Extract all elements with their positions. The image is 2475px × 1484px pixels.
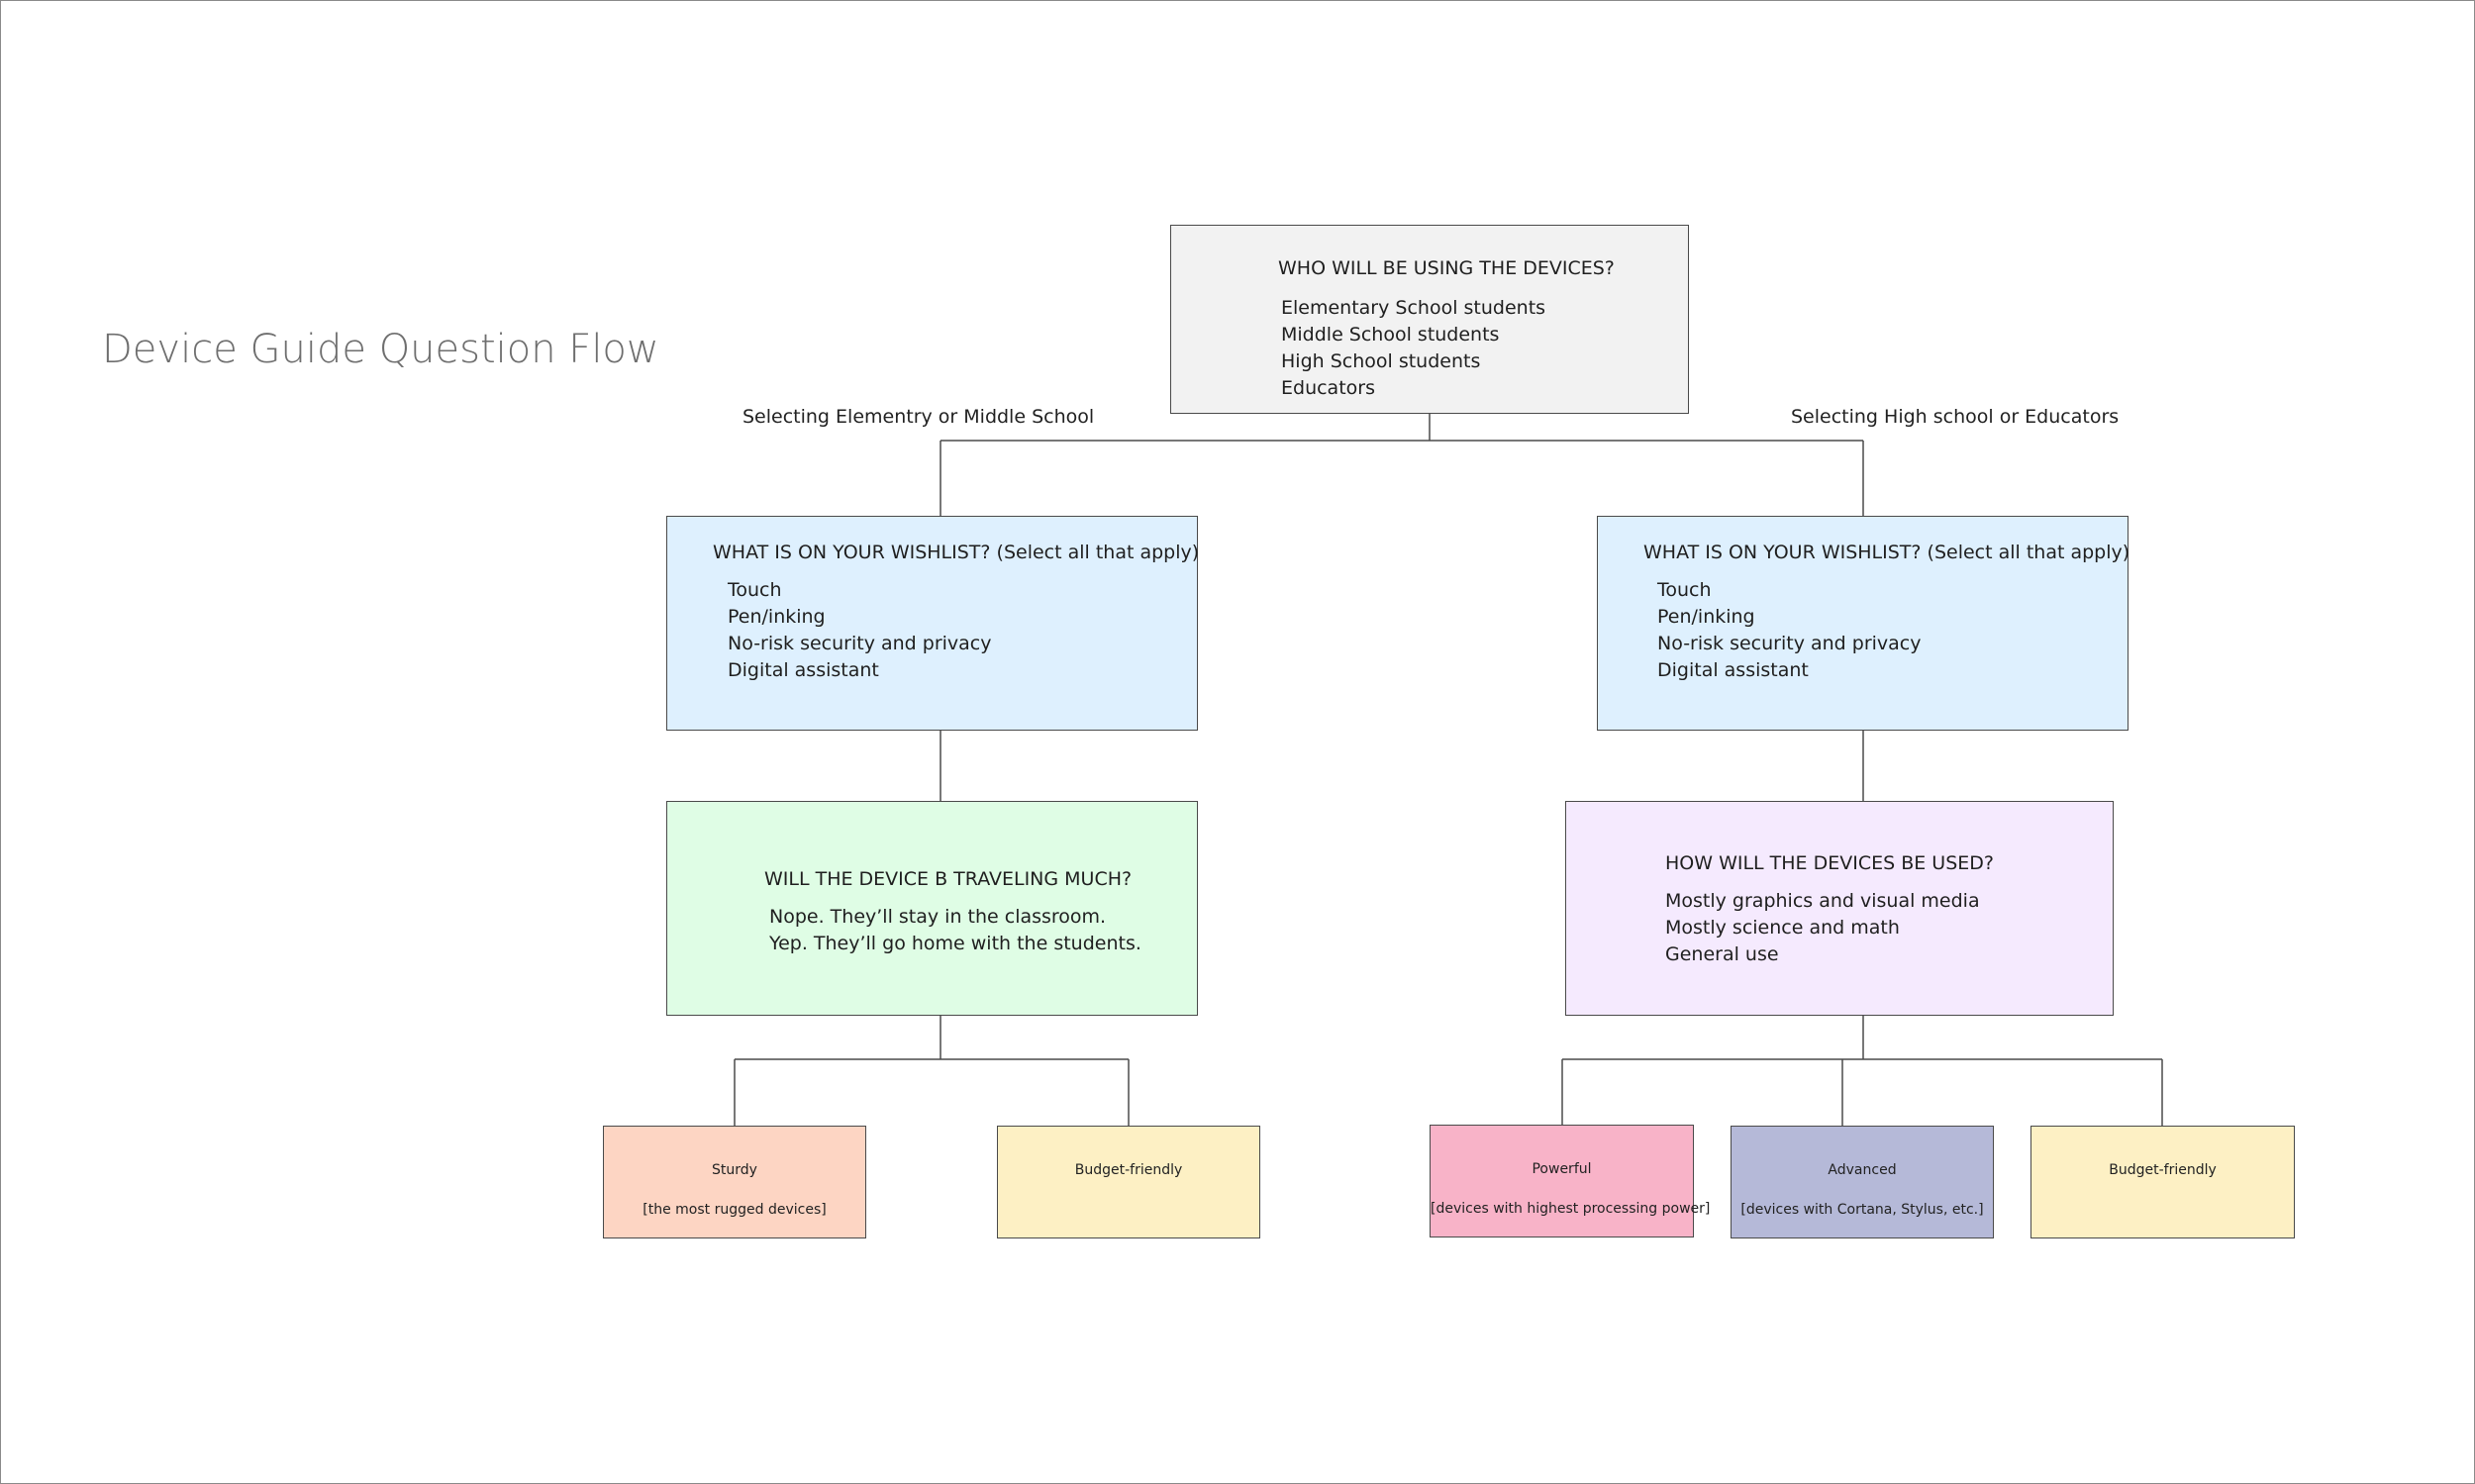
left-wishlist-options: Touch Pen/inking No-risk security and pr… xyxy=(728,577,992,684)
root-question-title: WHO WILL BE USING THE DEVICES? xyxy=(1278,257,1615,279)
outcome-subtitle: [devices with highest processing power] xyxy=(1431,1201,1711,1217)
root-option: Middle School students xyxy=(1281,324,1500,346)
left-wishlist-title: WHAT IS ON YOUR WISHLIST? (Select all th… xyxy=(713,542,1200,563)
wishlist-option: Touch xyxy=(728,579,782,601)
root-option: Educators xyxy=(1281,377,1375,399)
branch-label-left: Selecting Elementry or Middle School xyxy=(742,406,1095,428)
usage-option: Mostly science and math xyxy=(1665,917,1900,939)
root-option: High School students xyxy=(1281,350,1481,372)
outcome-budget-friendly-right: Budget-friendly xyxy=(2030,1126,2295,1238)
outcome-title: Powerful xyxy=(1532,1161,1592,1177)
wishlist-option: No-risk security and privacy xyxy=(728,633,992,654)
usage-question-title: HOW WILL THE DEVICES BE USED? xyxy=(1665,852,1994,874)
outcome-subtitle: [the most rugged devices] xyxy=(643,1202,827,1218)
usage-question-box: HOW WILL THE DEVICES BE USED? Mostly gra… xyxy=(1565,801,2114,1016)
outcome-advanced: Advanced [devices with Cortana, Stylus, … xyxy=(1731,1126,1994,1238)
page-title: Device Guide Question Flow xyxy=(102,327,659,372)
outcome-subtitle: [devices with Cortana, Stylus, etc.] xyxy=(1740,1202,1984,1218)
right-wishlist-options: Touch Pen/inking No-risk security and pr… xyxy=(1657,577,1922,684)
right-wishlist-box: WHAT IS ON YOUR WISHLIST? (Select all th… xyxy=(1597,516,2130,731)
travel-question-box: WILL THE DEVICE B TRAVELING MUCH? Nope. … xyxy=(666,801,1198,1016)
usage-option: Mostly graphics and visual media xyxy=(1665,890,1980,912)
branch-label-right: Selecting High school or Educators xyxy=(1791,406,2120,428)
travel-option: Yep. They’ll go home with the students. xyxy=(769,933,1141,954)
wishlist-option: Pen/inking xyxy=(728,606,826,628)
outcome-title: Advanced xyxy=(1828,1162,1897,1178)
wishlist-option: Digital assistant xyxy=(728,659,879,681)
outcome-powerful: Powerful [devices with highest processin… xyxy=(1430,1125,1711,1237)
travel-options-list: Nope. They’ll stay in the classroom. Yep… xyxy=(769,904,1141,957)
outcome-sturdy: Sturdy [the most rugged devices] xyxy=(603,1126,866,1238)
outcome-title: Budget-friendly xyxy=(1074,1162,1183,1178)
right-wishlist-title: WHAT IS ON YOUR WISHLIST? (Select all th… xyxy=(1643,542,2130,563)
root-option: Elementary School students xyxy=(1281,297,1546,319)
usage-option: General use xyxy=(1665,943,1779,965)
usage-options-list: Mostly graphics and visual media Mostly … xyxy=(1665,888,1980,968)
wishlist-option: No-risk security and privacy xyxy=(1657,633,1922,654)
left-wishlist-box: WHAT IS ON YOUR WISHLIST? (Select all th… xyxy=(666,516,1200,731)
travel-question-title: WILL THE DEVICE B TRAVELING MUCH? xyxy=(764,868,1133,890)
root-question-box: WHO WILL BE USING THE DEVICES? Elementar… xyxy=(1170,225,1689,414)
root-options-list: Elementary School students Middle School… xyxy=(1281,295,1545,402)
wishlist-option: Digital assistant xyxy=(1657,659,1809,681)
wishlist-option: Pen/inking xyxy=(1657,606,1755,628)
outcome-title: Budget-friendly xyxy=(2109,1162,2217,1178)
outcome-title: Sturdy xyxy=(712,1162,757,1178)
travel-option: Nope. They’ll stay in the classroom. xyxy=(769,906,1107,928)
outcome-budget-friendly-left: Budget-friendly xyxy=(997,1126,1260,1238)
wishlist-option: Touch xyxy=(1657,579,1712,601)
